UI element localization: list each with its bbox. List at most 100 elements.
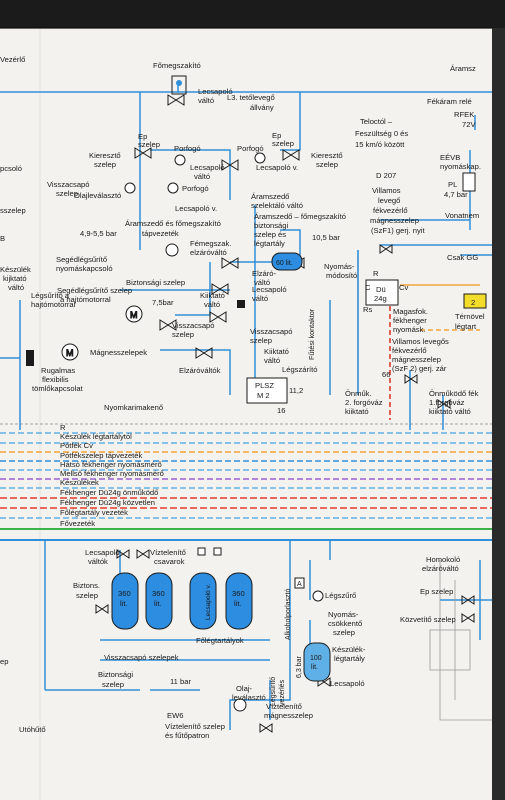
label: 7,5bar xyxy=(152,298,174,307)
label: Olajleválasztó xyxy=(74,191,121,200)
check-valve-icon xyxy=(26,350,34,366)
tank-label: lit. xyxy=(311,664,318,671)
label: Visszacsapó szelepek xyxy=(104,653,179,662)
main-breaker-symbol xyxy=(171,75,187,95)
label: D 207 xyxy=(376,171,396,180)
label: 15 km/ó között xyxy=(355,140,405,149)
label: tápvezeték xyxy=(142,229,179,238)
label: Kiiktató xyxy=(264,347,289,356)
tank-label: 360 xyxy=(118,589,131,598)
label: a hajtómotorral xyxy=(60,295,111,304)
label: mágnesszelep xyxy=(264,711,313,720)
label: Légsűrítő xyxy=(270,677,277,706)
motor-icons: M M xyxy=(61,305,143,361)
valve-icon xyxy=(437,399,451,409)
label: Víztelenítő xyxy=(266,702,302,711)
label: 1.forgóváz xyxy=(429,398,465,407)
valve-icon xyxy=(195,347,213,359)
valve-icon xyxy=(461,595,475,605)
check-valve-icon xyxy=(237,300,245,308)
label: Önműk. xyxy=(345,389,372,398)
label: nyomáskap. xyxy=(440,162,481,171)
label: L3. tetőlevegő xyxy=(227,93,275,102)
label: elzáróváltó xyxy=(422,564,459,573)
label: Áramszedő – főmegszakító xyxy=(254,212,346,221)
label: Fékáram relé xyxy=(427,97,472,106)
label: Víztelenítő szelep xyxy=(165,722,225,731)
control-lines xyxy=(357,250,492,420)
bus-label: Készülékek xyxy=(60,478,99,487)
label: Lecsapoló v. xyxy=(256,163,298,172)
label: Olaj- xyxy=(236,684,253,693)
valve-icon xyxy=(116,549,130,559)
valve-icon xyxy=(461,613,475,623)
label: tömlőkapcsolat xyxy=(32,384,84,393)
label: légtartály xyxy=(334,654,365,663)
label: Mágnesszelepek xyxy=(90,348,147,357)
label: Utóhűtő xyxy=(19,725,46,734)
label: Csak GG xyxy=(447,253,478,262)
valve-icon xyxy=(259,723,273,733)
label: Villamos xyxy=(372,186,401,195)
label: Cv xyxy=(399,283,408,292)
label: 2 xyxy=(471,298,475,307)
label: hajtómotorral xyxy=(31,300,76,309)
label: állvány xyxy=(250,103,274,112)
label: váltók xyxy=(88,557,108,566)
bus-lines xyxy=(0,423,492,541)
label: váltó xyxy=(8,283,24,292)
alcohol-atomizer-box xyxy=(294,577,305,589)
label: C xyxy=(365,283,371,292)
label: Feszültség 0 és xyxy=(355,129,408,138)
label: Áramsz xyxy=(450,64,476,73)
label: csavarok xyxy=(154,557,185,566)
label: Segédlégsűrítő xyxy=(56,255,107,264)
label: váltó xyxy=(252,294,268,303)
motor-icon xyxy=(125,305,143,323)
label: 11 bar xyxy=(170,677,191,686)
label: szelep xyxy=(102,680,124,689)
filter-icon xyxy=(124,182,136,194)
label: sszelep xyxy=(0,206,26,215)
label: szelep xyxy=(56,189,78,198)
label: Elzáróváltók xyxy=(179,366,221,375)
label: szelep xyxy=(316,160,338,169)
label: Visszacsapó xyxy=(47,180,90,189)
bus-label: Fékhenger Dü24g önműködő xyxy=(60,488,158,497)
valve-icon xyxy=(282,149,300,161)
du24g-box xyxy=(365,279,399,306)
tank-label: 60 lit. xyxy=(276,260,293,267)
valve-icon xyxy=(136,549,150,559)
label: légtart xyxy=(455,322,477,331)
label: váltó xyxy=(194,172,210,181)
label: Porfogó xyxy=(174,144,201,153)
label: Áramszedő és főmegszakító xyxy=(125,219,221,228)
label: Homokoló xyxy=(426,555,460,564)
label: Vonatnem xyxy=(445,211,479,220)
label: Vezérlő xyxy=(0,55,25,64)
label: Visszacsapó xyxy=(250,327,293,336)
valve-icon xyxy=(379,244,393,254)
tank-label: lit. xyxy=(234,599,242,608)
label: pcsoló xyxy=(0,164,22,173)
label: nyomáskapcsoló xyxy=(56,264,113,273)
tank-label: lit. xyxy=(154,599,162,608)
label: Légszárító xyxy=(282,365,317,374)
tank-100-icon xyxy=(303,642,331,682)
valve-icon xyxy=(211,283,229,295)
label: Alkoholporlasztó xyxy=(285,589,292,640)
label: 2. forgóváz xyxy=(345,398,383,407)
bus-label: R xyxy=(60,423,66,432)
label: Főlégtartályok xyxy=(196,636,244,645)
label: ep xyxy=(0,657,8,666)
label: mágnesszelep xyxy=(392,355,441,364)
valve-icon xyxy=(221,159,239,171)
tank-icon xyxy=(111,572,139,630)
label: Lecsapoló xyxy=(85,548,120,557)
filter-icons xyxy=(124,152,324,602)
label: levegő xyxy=(378,196,400,205)
bus-label: Főlégtartály vezeték xyxy=(60,508,128,517)
pl-gauge xyxy=(462,172,476,192)
label: módosító xyxy=(326,271,357,280)
